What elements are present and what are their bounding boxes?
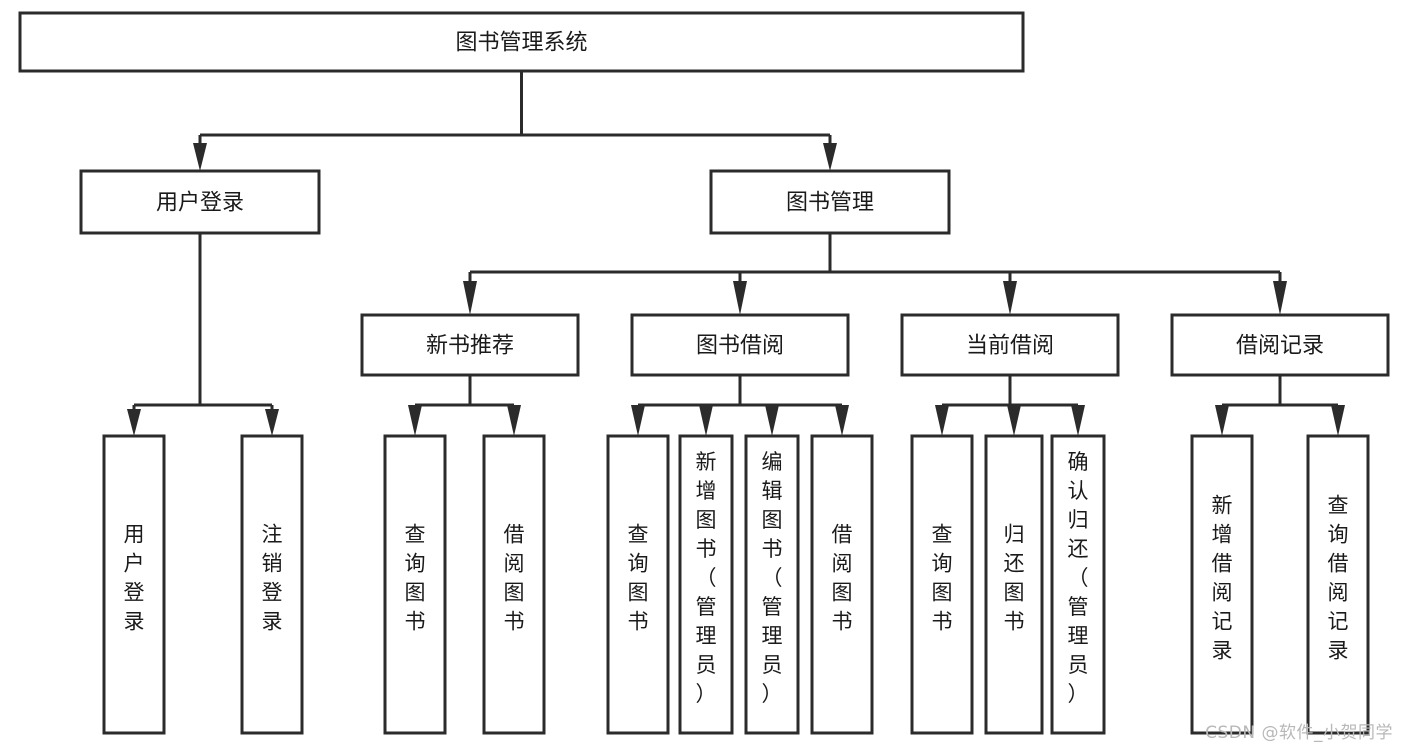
node-leaf-add-borrow-record[interactable]: 新增借阅记录 [1190,434,1254,735]
node-book-manage-label: 图书管理 [786,191,874,216]
node-leaf-user-login[interactable]: 用户登录 [102,434,166,735]
node-leaf-query-book-3-box[interactable] [910,434,974,735]
csdn-watermark: CSDN @软件_小贺同学 [1205,723,1393,743]
node-new-book-recommend[interactable]: 新书推荐 [360,313,580,377]
arrow-head-leaf-borrow-book-1 [507,405,521,436]
arrow-head-leaf-return-book [1007,405,1021,436]
node-root-box[interactable] [18,11,1025,73]
node-current-borrow-box[interactable] [900,313,1120,377]
arrow-head-borrow-record [1273,281,1287,315]
node-book-manage[interactable]: 图书管理 [709,169,951,235]
node-book-borrow-box[interactable] [630,313,850,377]
node-leaf-logout-login-box[interactable] [240,434,304,735]
node-leaf-borrow-book-2-box[interactable] [810,434,874,735]
node-leaf-add-borrow-record-label: 新增借阅记录 [1212,494,1233,663]
node-leaf-add-book-admin[interactable]: 新增图书（管理员） [678,434,734,735]
node-leaf-query-borrow-record-label: 查询借阅记录 [1328,494,1349,663]
arrow-head-leaf-query-book-3 [935,405,949,436]
node-leaf-edit-book-admin-label: 编辑图书（管理员） [762,450,783,706]
node-borrow-record-box[interactable] [1170,313,1390,377]
node-leaf-query-borrow-record[interactable]: 查询借阅记录 [1306,434,1370,735]
arrow-head-leaf-add-book-admin [699,405,713,436]
node-leaf-borrow-book-2-label: 借阅图书 [832,523,853,634]
node-leaf-borrow-book-2[interactable]: 借阅图书 [810,434,874,735]
node-leaf-query-book-1[interactable]: 查询图书 [383,434,447,735]
node-leaf-borrow-book-1-box[interactable] [482,434,546,735]
arrow-head-leaf-user-login [127,409,141,436]
arrow-head-current-borrow [1003,281,1017,315]
node-leaf-query-borrow-record-box[interactable] [1306,434,1370,735]
node-leaf-query-book-2-label: 查询图书 [628,523,649,634]
node-leaf-confirm-return-admin-box[interactable] [1050,434,1106,735]
connector-layer [127,71,1345,436]
node-book-borrow[interactable]: 图书借阅 [630,313,850,377]
node-borrow-record[interactable]: 借阅记录 [1170,313,1390,377]
arrow-head-leaf-query-book-1 [408,405,422,436]
node-new-book-recommend-box[interactable] [360,313,580,377]
node-root-label: 图书管理系统 [455,31,587,56]
node-leaf-user-login-box[interactable] [102,434,166,735]
node-leaf-add-book-admin-box[interactable] [678,434,734,735]
node-leaf-query-book-3-label: 查询图书 [932,523,953,634]
node-borrow-record-label: 借阅记录 [1236,334,1324,359]
node-root[interactable]: 图书管理系统 [18,11,1025,73]
arrow-head-leaf-borrow-book-2 [835,405,849,436]
node-leaf-query-book-1-label: 查询图书 [405,523,426,634]
node-user-login-box[interactable] [79,169,321,235]
node-current-borrow[interactable]: 当前借阅 [900,313,1120,377]
arrow-head-leaf-confirm-return-admin [1071,405,1085,436]
arrow-head-leaf-add-borrow-record [1215,405,1229,436]
arrow-head-leaf-query-borrow-record [1331,405,1345,436]
node-leaf-query-book-1-box[interactable] [383,434,447,735]
node-leaf-logout-login[interactable]: 注销登录 [240,434,304,735]
node-new-book-recommend-label: 新书推荐 [426,334,514,359]
node-user-login[interactable]: 用户登录 [79,169,321,235]
arrow-head-user-login [193,143,207,171]
node-leaf-edit-book-admin[interactable]: 编辑图书（管理员） [744,434,800,735]
node-leaf-borrow-book-1[interactable]: 借阅图书 [482,434,546,735]
node-leaf-return-book-label: 归还图书 [1004,523,1025,634]
node-leaf-edit-book-admin-box[interactable] [744,434,800,735]
node-current-borrow-label: 当前借阅 [966,334,1054,359]
arrow-head-book-manage [823,143,837,171]
node-leaf-logout-login-label: 注销登录 [262,523,283,634]
node-book-manage-box[interactable] [709,169,951,235]
node-leaf-return-book-box[interactable] [984,434,1044,735]
node-leaf-add-book-admin-label: 新增图书（管理员） [696,450,717,706]
node-leaf-query-book-2-box[interactable] [606,434,670,735]
arrow-head-leaf-logout-login [265,409,279,436]
node-user-login-label: 用户登录 [156,191,244,216]
node-book-borrow-label: 图书借阅 [696,334,784,359]
node-leaf-confirm-return-admin[interactable]: 确认归还（管理员） [1050,434,1106,735]
node-leaf-user-login-label: 用户登录 [124,523,145,634]
arrow-head-leaf-edit-book-admin [765,405,779,436]
node-leaf-borrow-book-1-label: 借阅图书 [504,523,525,634]
node-leaf-confirm-return-admin-label: 确认归还（管理员） [1068,450,1089,706]
node-leaf-add-borrow-record-box[interactable] [1190,434,1254,735]
node-leaf-query-book-3[interactable]: 查询图书 [910,434,974,735]
node-leaf-return-book[interactable]: 归还图书 [984,434,1044,735]
arrow-head-book-borrow [733,281,747,315]
arrow-head-leaf-query-book-2 [631,405,645,436]
node-leaf-query-book-2[interactable]: 查询图书 [606,434,670,735]
arrow-head-new-book-recommend [463,281,477,315]
